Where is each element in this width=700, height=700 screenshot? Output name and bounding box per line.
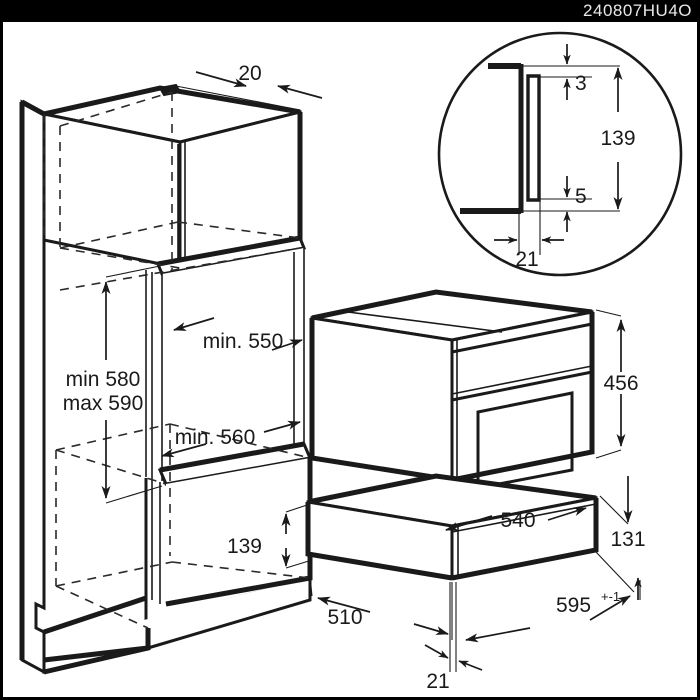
sheet-border-bottom xyxy=(0,697,700,700)
cabinet-shelf-lower-thick xyxy=(159,441,305,473)
warming-drawer-group: 540 131 510 xyxy=(305,473,646,693)
oven-outline-right xyxy=(451,312,595,483)
detail-panel xyxy=(526,74,541,202)
dimension-drawer-front-width: 595 +-1 xyxy=(465,551,642,643)
cabinet-base-outline-2 xyxy=(43,628,151,675)
oven-door-top-edge-inner xyxy=(451,365,593,395)
drawer-front-seam xyxy=(451,503,597,533)
dim-min580-label: min 580 xyxy=(66,368,141,391)
detail-circle-group: 3 5 139 21 xyxy=(437,31,683,277)
dimension-detail-3: 3 xyxy=(563,44,587,100)
dimension-niche-height: min 580 max 590 xyxy=(63,265,163,504)
cabinet-hidden-lines xyxy=(43,91,311,629)
dim-595-tolerance: +-1 xyxy=(601,589,620,604)
dim-21-detail-label: 21 xyxy=(515,248,538,271)
dim-139-left-label: 139 xyxy=(227,535,262,558)
oven-group: 456 xyxy=(309,289,639,490)
dim-max590-label: max 590 xyxy=(63,392,144,415)
dim-510-label: 510 xyxy=(327,606,362,629)
sheet-border-right xyxy=(697,0,700,700)
dimension-oven-height: 456 xyxy=(595,309,639,459)
oven-door-window xyxy=(476,391,574,490)
oven-outline-top xyxy=(311,289,593,321)
cabinet-top-front-thick xyxy=(20,99,46,117)
dimension-lower-niche-height: 139 xyxy=(227,503,313,569)
dimension-detail-139: 139 xyxy=(600,67,636,210)
dim-5-label: 5 xyxy=(575,185,587,208)
dim-595-label: 595 xyxy=(556,594,591,617)
header-bar xyxy=(0,0,700,22)
drawer-outline-left xyxy=(305,502,453,581)
oven-door-top-edge xyxy=(451,370,593,402)
detail-circle-boundary xyxy=(437,31,683,277)
dimension-drawer-width: 540 xyxy=(445,507,587,532)
dimension-top-gap: 20 xyxy=(175,62,323,111)
oven-control-panel-divider xyxy=(451,322,593,354)
cabinet-niche-group: 20 min 580 max 590 min. 550 mi xyxy=(19,62,323,675)
oven-left-face xyxy=(310,316,454,482)
dimension-drawer-height: 131 xyxy=(599,476,646,551)
dimension-detail-21: 21 xyxy=(494,236,564,271)
dimension-detail-5: 5 xyxy=(563,176,587,232)
dimension-plinth-offset: 21 xyxy=(424,582,483,693)
cabinet-left-side-panel xyxy=(20,99,46,675)
dim-3-label: 3 xyxy=(575,72,587,95)
dim-456-label: 456 xyxy=(603,372,638,395)
dim-131-label: 131 xyxy=(610,528,645,551)
document-code: 240807HU4O xyxy=(583,1,692,20)
oven-top-seam xyxy=(347,311,503,333)
cabinet-shelf-upper-thick xyxy=(157,235,301,267)
cabinet-top-tab xyxy=(158,83,182,97)
cabinet-base-outline xyxy=(43,595,147,635)
dimension-niche-width: min. 560 xyxy=(161,420,301,458)
dim-21-bottom-label: 21 xyxy=(426,670,449,693)
dimension-drawer-depth: 510 xyxy=(307,555,453,640)
drawer-outline-right xyxy=(451,498,599,581)
dim-20-label: 20 xyxy=(238,62,261,85)
drawer-outline-top xyxy=(307,473,597,505)
oven-outline-left xyxy=(309,318,453,483)
dim-min550-label: min. 550 xyxy=(203,330,284,353)
dim-540-label: 540 xyxy=(500,509,535,532)
dim-min560-label: min. 560 xyxy=(175,426,256,449)
sheet-border-left xyxy=(0,0,3,700)
dim-139-detail-label: 139 xyxy=(600,127,635,150)
dimension-niche-depth: min. 550 xyxy=(173,317,303,353)
